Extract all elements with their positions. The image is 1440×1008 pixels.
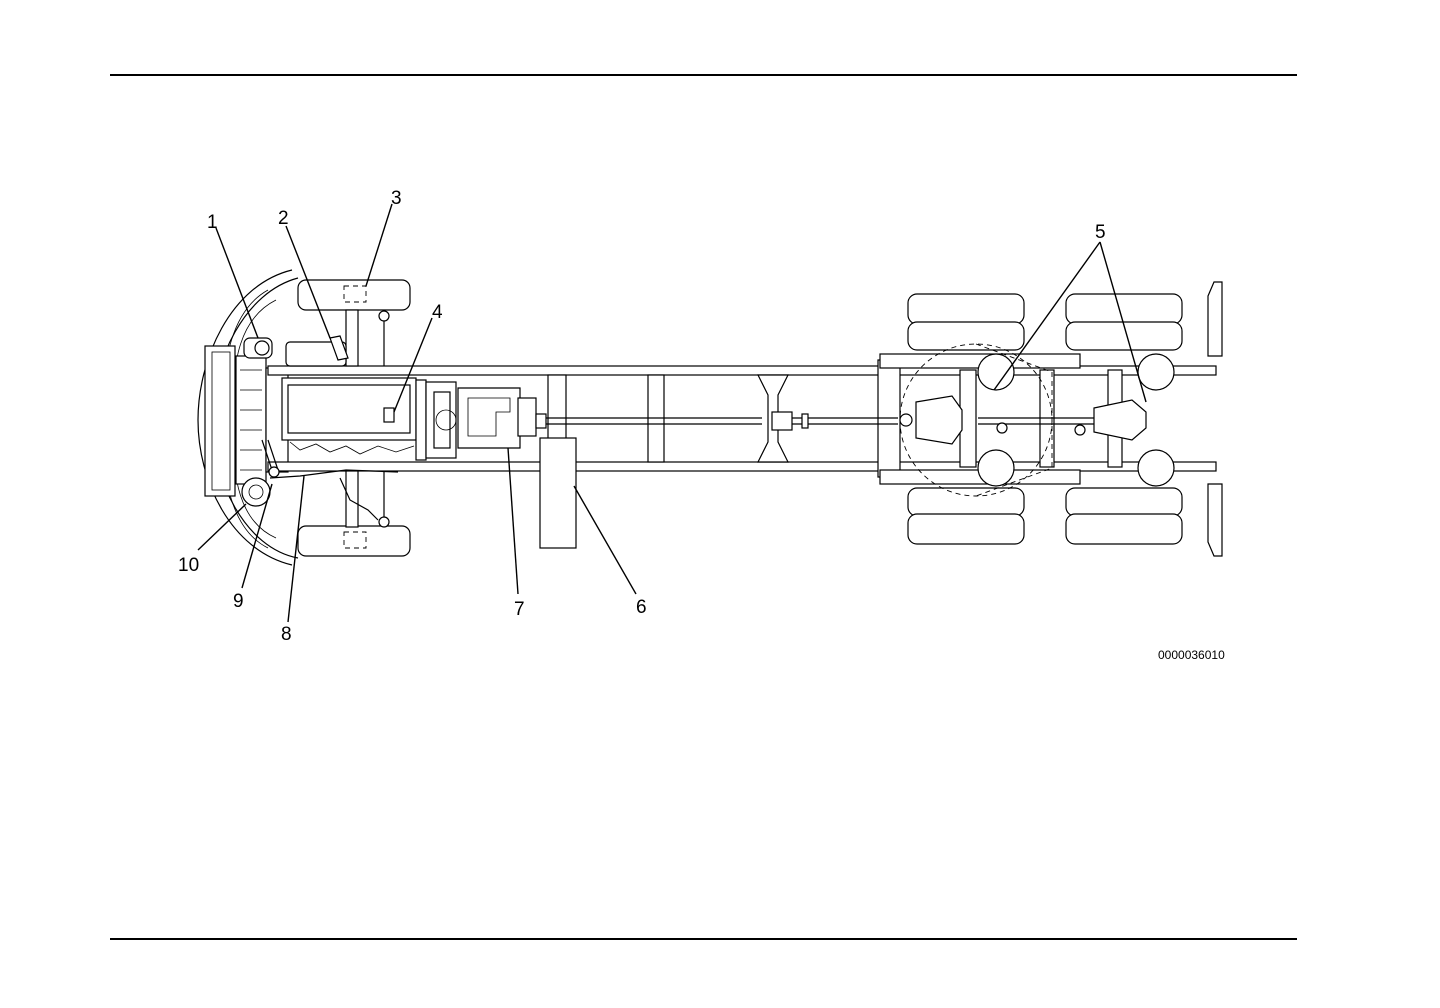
callout-6: 6	[636, 597, 647, 618]
callout-4: 4	[432, 302, 443, 323]
figure-id: 0000036010	[1158, 648, 1225, 662]
fuel-tank	[540, 438, 576, 548]
callout-3: 3	[391, 188, 402, 209]
mud-flaps	[1208, 282, 1222, 556]
callout-8: 8	[281, 624, 292, 645]
callout-1: 1	[207, 212, 218, 233]
callout-9: 9	[233, 591, 244, 612]
callout-7: 7	[514, 599, 525, 620]
engine	[282, 378, 426, 460]
transmission	[426, 382, 536, 458]
driveshaft	[536, 412, 898, 430]
callout-5: 5	[1095, 222, 1106, 243]
callout-2: 2	[278, 208, 289, 229]
callout-10: 10	[178, 555, 199, 576]
